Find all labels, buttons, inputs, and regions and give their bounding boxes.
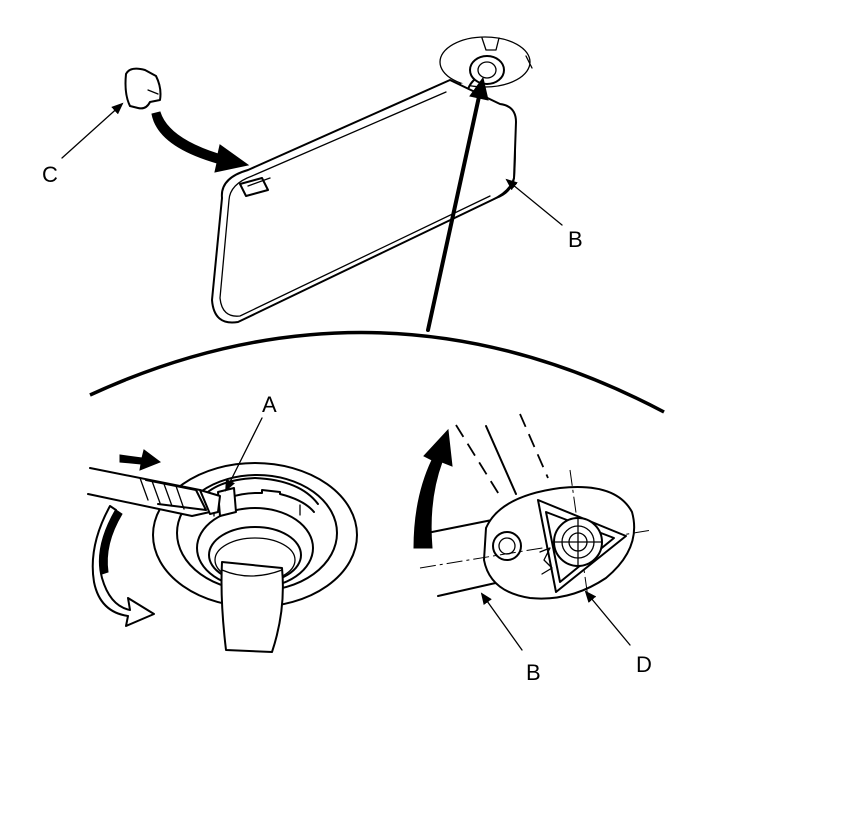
rotate-up-arrow — [413, 428, 453, 549]
visor-clip-slot — [239, 177, 271, 197]
rotate-arrow — [91, 505, 155, 627]
clip-install-arrow — [151, 111, 250, 173]
flat-blade-screwdriver — [87, 467, 221, 517]
visor-arm-rotated-position — [455, 413, 549, 497]
callout-a: A — [262, 392, 277, 417]
callout-d: D — [636, 652, 652, 677]
visor-clip-c — [124, 67, 162, 110]
triangle-lock-d — [537, 499, 627, 593]
cutaway-arc — [89, 330, 665, 414]
visor-ceiling-mount — [439, 36, 533, 88]
callout-b-bottom: B — [526, 660, 541, 685]
callout-b-top: B — [568, 227, 583, 252]
zoom-pointer-arrow — [426, 90, 482, 332]
callout-c: C — [42, 162, 58, 187]
sun-visor-b — [211, 79, 517, 324]
mount-cover-detail — [152, 462, 358, 653]
push-arrow — [119, 449, 162, 471]
